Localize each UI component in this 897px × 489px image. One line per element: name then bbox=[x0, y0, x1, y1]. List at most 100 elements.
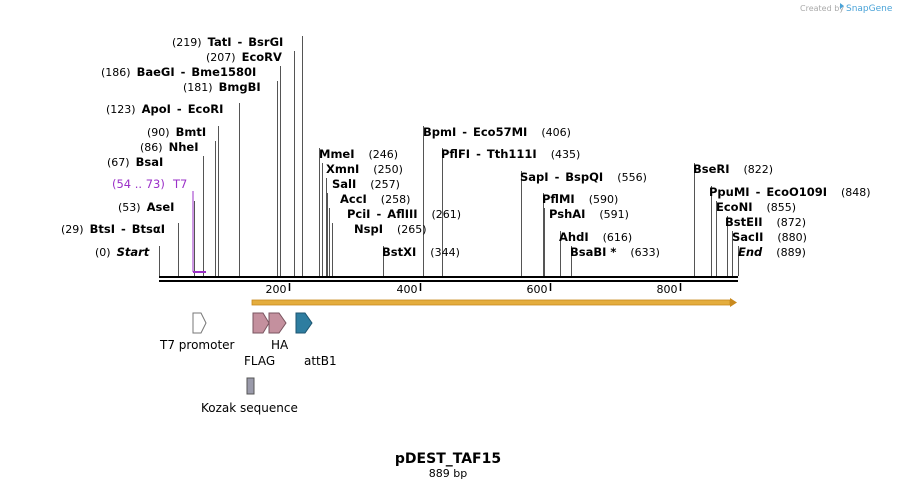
site-label-mmei[interactable]: MmeI (246) bbox=[319, 147, 398, 161]
feature-t7-promoter[interactable]: T7 promoter bbox=[159, 312, 235, 352]
site-name-isoschizomer: BspQI bbox=[565, 170, 603, 184]
tick-label: 200 bbox=[266, 283, 287, 296]
site-name: XmnI bbox=[326, 162, 359, 176]
site-name: TatI bbox=[208, 35, 232, 49]
site-label-xmni[interactable]: XmnI (250) bbox=[326, 162, 403, 176]
site-name: BstXI bbox=[382, 245, 416, 259]
feature-kozak[interactable]: Kozak sequence bbox=[201, 377, 298, 415]
site-name: AhdI bbox=[559, 230, 589, 244]
site-name: BmgBI bbox=[219, 80, 261, 94]
feature-label-attb1: attB1 bbox=[304, 354, 337, 368]
site-name-isoschizomer: EcoO109I bbox=[766, 185, 827, 199]
site-connector-lines bbox=[159, 36, 739, 276]
site-label-sapi[interactable]: SapI-BspQI(556) bbox=[520, 170, 647, 184]
attb1-arrow-icon bbox=[295, 312, 313, 334]
site-label-bsteii[interactable]: BstEII (872) bbox=[725, 215, 806, 229]
tick-label: 600 bbox=[527, 283, 548, 296]
site-label-start[interactable]: (0) Start bbox=[95, 245, 150, 259]
site-position: (250) bbox=[373, 163, 403, 176]
site-separator: - bbox=[377, 207, 382, 221]
site-label-ecorv[interactable]: (207) EcoRV bbox=[206, 50, 282, 64]
site-label-pshai[interactable]: PshAI(591) bbox=[549, 207, 629, 221]
site-name: SapI bbox=[520, 170, 549, 184]
snapgene-logo-icon bbox=[840, 3, 844, 9]
site-label-bpmi[interactable]: BpmI-Eco57MI(406) bbox=[423, 125, 571, 139]
site-name: PpuMI bbox=[709, 185, 750, 199]
feature-ha[interactable]: HA bbox=[268, 312, 289, 352]
site-position: (258) bbox=[381, 193, 411, 206]
site-position: (219) bbox=[172, 36, 202, 49]
feature-label-ha: HA bbox=[271, 338, 289, 352]
site-label-end[interactable]: End(889) bbox=[738, 245, 806, 259]
site-name-isoschizomer: BsrGI bbox=[248, 35, 283, 49]
site-label-pflmi[interactable]: PflMI(590) bbox=[542, 192, 618, 206]
site-position: (207) bbox=[206, 51, 236, 64]
site-name: PciI bbox=[347, 207, 370, 221]
site-label-asei[interactable]: (53) AseI bbox=[118, 200, 174, 214]
site-label-pcii[interactable]: PciI-AflIII(261) bbox=[347, 207, 461, 221]
site-separator: - bbox=[462, 125, 467, 139]
site-position: (848) bbox=[841, 186, 871, 199]
site-position: (872) bbox=[777, 216, 807, 229]
site-name: NspI bbox=[354, 222, 383, 236]
site-name: EcoRV bbox=[242, 50, 282, 64]
plasmid-length: 889 bp bbox=[429, 467, 467, 480]
site-position: (0) bbox=[95, 246, 111, 259]
site-position: (86) bbox=[140, 141, 163, 154]
feature-flag[interactable]: FLAG bbox=[244, 312, 275, 368]
site-position: (435) bbox=[551, 148, 581, 161]
site-label-bstxi[interactable]: BstXI (344) bbox=[382, 245, 460, 259]
site-label-econi[interactable]: EcoNI(855) bbox=[716, 200, 796, 214]
site-position: (822) bbox=[744, 163, 774, 176]
site-label-nspi[interactable]: NspI(265) bbox=[354, 222, 427, 236]
site-labels: (219) TatI - BsrGI (207) EcoRV(186)BaeGI-Bme1… bbox=[61, 35, 871, 259]
site-name-isoschizomer: EcoRI bbox=[188, 102, 224, 116]
site-label-pflfi[interactable]: PflFI-Tth111I(435) bbox=[441, 147, 580, 161]
site-position: (53) bbox=[118, 201, 141, 214]
site-label-bmgbi[interactable]: (181) BmgBI bbox=[183, 80, 261, 94]
site-label-apoi[interactable]: (123)ApoI-EcoRI bbox=[106, 102, 223, 116]
site-name-isoschizomer: Tth111I bbox=[487, 147, 537, 161]
primer-t7[interactable]: (54 .. 73) T7 bbox=[112, 177, 206, 273]
site-name: EcoNI bbox=[716, 200, 752, 214]
site-name-isoschizomer: Eco57MI bbox=[473, 125, 527, 139]
site-name: AseI bbox=[147, 200, 175, 214]
site-name: BseRI bbox=[693, 162, 730, 176]
credit-brand[interactable]: SnapGene bbox=[846, 4, 893, 14]
site-name: SalI bbox=[332, 177, 356, 191]
site-label-sali[interactable]: SalI(257) bbox=[332, 177, 400, 191]
feature-label-kozak: Kozak sequence bbox=[201, 401, 298, 415]
site-label-bmti[interactable]: (90)BmtI bbox=[147, 125, 206, 139]
site-label-tati[interactable]: (219)TatI-BsrGI bbox=[172, 35, 283, 49]
site-label-ppumi[interactable]: PpuMI-EcoO109I (848) bbox=[709, 185, 871, 199]
site-label-ahdi[interactable]: AhdI(616) bbox=[559, 230, 632, 244]
orf-arrow[interactable] bbox=[251, 298, 737, 307]
feature-attb1[interactable]: attB1 bbox=[295, 312, 337, 368]
site-position: (123) bbox=[106, 103, 136, 116]
site-name: BtsI bbox=[90, 222, 115, 236]
site-separator: - bbox=[756, 185, 761, 199]
site-label-bsabi[interactable]: BsaBI *(633) bbox=[570, 245, 660, 259]
site-label-sacii[interactable]: SacII(880) bbox=[732, 230, 807, 244]
site-label-bsai[interactable]: (67)BsaI bbox=[107, 155, 163, 169]
ha-arrow-icon bbox=[268, 312, 287, 334]
site-label-btsi[interactable]: (29)BtsI-BtsαI bbox=[61, 222, 165, 236]
site-position: (556) bbox=[617, 171, 647, 184]
site-position: (344) bbox=[430, 246, 460, 259]
credit-prefix: Created by bbox=[800, 4, 844, 13]
site-name: MmeI bbox=[319, 147, 355, 161]
feature-label-t7-promoter: T7 promoter bbox=[159, 338, 235, 352]
site-position: (181) bbox=[183, 81, 213, 94]
tick-label: 400 bbox=[397, 283, 418, 296]
site-name: BmtI bbox=[176, 125, 207, 139]
site-label-nhei[interactable]: (86)NheI bbox=[140, 140, 198, 154]
site-label-acci[interactable]: AccI(258) bbox=[340, 192, 410, 206]
site-name: BstEII bbox=[725, 215, 763, 229]
site-position: (406) bbox=[541, 126, 571, 139]
site-name: Start bbox=[117, 245, 150, 259]
primer-name: T7 bbox=[172, 177, 187, 191]
site-label-baegi[interactable]: (186)BaeGI-Bme1580I bbox=[101, 65, 256, 79]
site-label-bseri[interactable]: BseRI (822) bbox=[693, 162, 773, 176]
site-name: ApoI bbox=[142, 102, 171, 116]
site-position: (246) bbox=[369, 148, 399, 161]
